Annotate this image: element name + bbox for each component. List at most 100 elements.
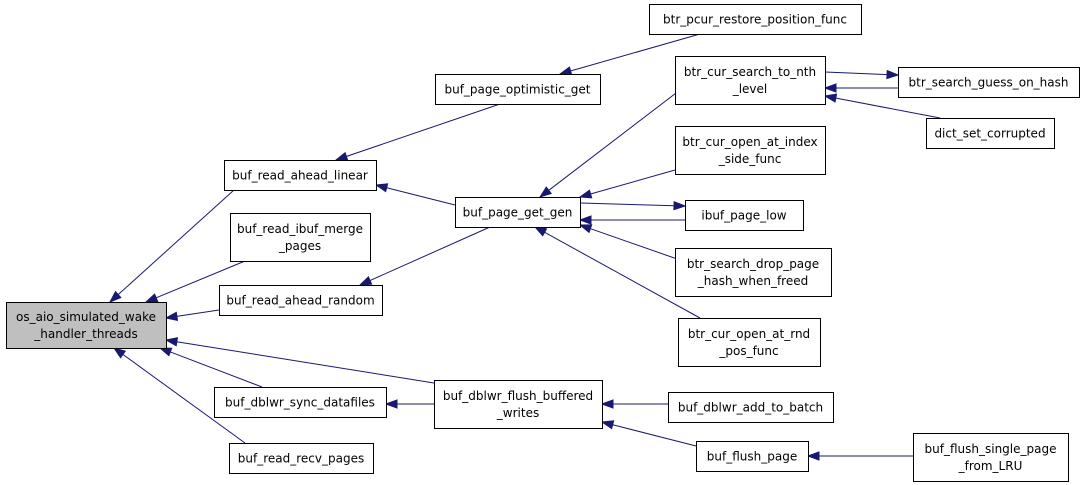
node-label: _level (732, 82, 768, 96)
edge-ibuf_merge-to-os_aio (144, 260, 246, 303)
edge-add_batch-to-flush_buf (600, 399, 669, 409)
node-pcur_restore[interactable]: btr_pcur_restore_position_func (649, 4, 862, 35)
edge-flush_single-to-flush_page (806, 451, 913, 461)
edge-open_rnd-to-get_gen (533, 226, 701, 319)
node-box[interactable] (678, 318, 821, 367)
node-dict_corrupt[interactable]: dict_set_corrupted (926, 118, 1055, 149)
node-box[interactable] (685, 200, 804, 231)
edge-search_nth-to-guess_hash (824, 69, 900, 80)
node-label: btr_cur_open_at_rnd (688, 327, 810, 341)
edge-get_gen-to-ahead_lin (374, 183, 456, 206)
arrow-head (538, 186, 552, 198)
edge-line (368, 226, 491, 282)
edge-dict_corrupt-to-search_nth (823, 93, 941, 119)
arrow-head (578, 224, 593, 234)
edge-line (385, 186, 456, 206)
node-label: btr_cur_open_at_index (682, 135, 817, 149)
edge-line (117, 189, 235, 296)
node-add_batch[interactable]: buf_dblwr_add_to_batch (668, 392, 834, 423)
edge-line (169, 351, 263, 388)
node-label: _handler_threads (33, 327, 137, 341)
node-os_aio[interactable]: os_aio_simulated_wake _handler_threads (6, 302, 167, 349)
node-drop_hash[interactable]: btr_search_drop_page_hash_when_freed (675, 248, 832, 297)
node-label: buf_dblwr_sync_datafiles (225, 396, 375, 410)
arrow-head (578, 215, 592, 225)
node-label: os_aio_simulated_wake (16, 310, 156, 324)
node-box[interactable] (675, 248, 832, 297)
edge-line (589, 169, 676, 195)
node-box[interactable] (435, 74, 601, 105)
arrow-head (334, 151, 349, 161)
edge-guess_hash-to-search_nth (823, 83, 899, 93)
arrow-head (358, 276, 373, 286)
node-box[interactable] (230, 213, 371, 262)
node-label: _pos_func (718, 344, 778, 358)
node-box[interactable] (926, 118, 1055, 149)
edge-sync_data-to-os_aio (158, 347, 263, 388)
edges-layer (108, 33, 941, 461)
node-label: buf_read_recv_pages (238, 452, 364, 466)
arrow-head (144, 293, 159, 303)
node-box[interactable] (675, 126, 826, 175)
node-open_rnd[interactable]: btr_cur_open_at_rnd _pos_func (678, 318, 821, 367)
node-box[interactable] (898, 67, 1080, 98)
node-open_index[interactable]: btr_cur_open_at_index _side_func (675, 126, 826, 175)
node-label: buf_flush_single_page (925, 442, 1057, 456)
node-box[interactable] (224, 160, 377, 191)
arrow-head (374, 183, 389, 193)
edge-get_gen-to-ahead_rand (358, 226, 491, 286)
node-ahead_lin[interactable]: buf_read_ahead_linear (224, 160, 377, 191)
node-box[interactable] (434, 380, 603, 429)
node-flush_single[interactable]: buf_flush_single_page _from_LRU (913, 433, 1069, 482)
edge-ahead_rand-to-os_aio (164, 309, 220, 321)
edge-flush_buf-to-sync_data (384, 399, 435, 409)
arrow-head (673, 200, 687, 211)
node-get_gen[interactable]: buf_page_get_gen (455, 197, 581, 228)
edge-opt_get-to-ahead_lin (334, 103, 501, 161)
node-box[interactable] (214, 387, 387, 418)
arrow-head (600, 399, 614, 409)
node-box[interactable] (696, 441, 809, 472)
node-box[interactable] (675, 56, 826, 105)
node-box[interactable] (455, 197, 581, 228)
edge-recv_pages-to-os_aio (112, 347, 246, 444)
node-box[interactable] (668, 392, 834, 423)
arrow-head (158, 347, 173, 357)
node-label: buf_flush_page (707, 450, 797, 464)
arrow-head (823, 93, 838, 103)
node-label: _side_func (718, 152, 782, 166)
arrow-head (578, 189, 593, 199)
node-flush_page[interactable]: buf_flush_page (696, 441, 809, 472)
edge-ibuf_low-to-get_gen (578, 215, 685, 225)
arrow-head (384, 399, 398, 409)
edge-line (155, 260, 246, 299)
node-opt_get[interactable]: buf_page_optimistic_get (435, 74, 601, 105)
node-box[interactable] (219, 285, 383, 316)
node-label: _from_LRU (958, 459, 1023, 473)
node-box[interactable] (229, 443, 374, 474)
node-label: _pages (278, 239, 321, 253)
arrow-head (806, 451, 820, 461)
arrow-head (886, 69, 900, 80)
edge-line (547, 89, 681, 192)
node-label: _writes (496, 406, 539, 420)
node-box[interactable] (6, 302, 167, 349)
node-ibuf_low[interactable]: ibuf_page_low (685, 200, 804, 231)
edge-line (589, 227, 681, 261)
node-flush_buf[interactable]: buf_dblwr_flush_buffered_writes (434, 380, 603, 429)
node-box[interactable] (913, 433, 1069, 482)
edge-line (834, 97, 941, 119)
edge-line (611, 423, 697, 447)
node-ibuf_merge[interactable]: buf_read_ibuf_merge_pages (230, 213, 371, 262)
node-label: btr_search_guess_on_hash (909, 76, 1069, 90)
node-ahead_rand[interactable]: buf_read_ahead_random (219, 285, 383, 316)
arrow-head (533, 226, 548, 237)
node-guess_hash[interactable]: btr_search_guess_on_hash (898, 67, 1080, 98)
node-sync_data[interactable]: buf_dblwr_sync_datafiles (214, 387, 387, 418)
node-search_nth[interactable]: btr_cur_search_to_nth_level (675, 56, 826, 105)
arrow-head (108, 290, 122, 303)
edge-line (175, 309, 220, 318)
node-box[interactable] (649, 4, 862, 35)
nodes-layer: os_aio_simulated_wake_handler_threadsbuf… (6, 4, 1080, 482)
node-recv_pages[interactable]: buf_read_recv_pages (229, 443, 374, 474)
